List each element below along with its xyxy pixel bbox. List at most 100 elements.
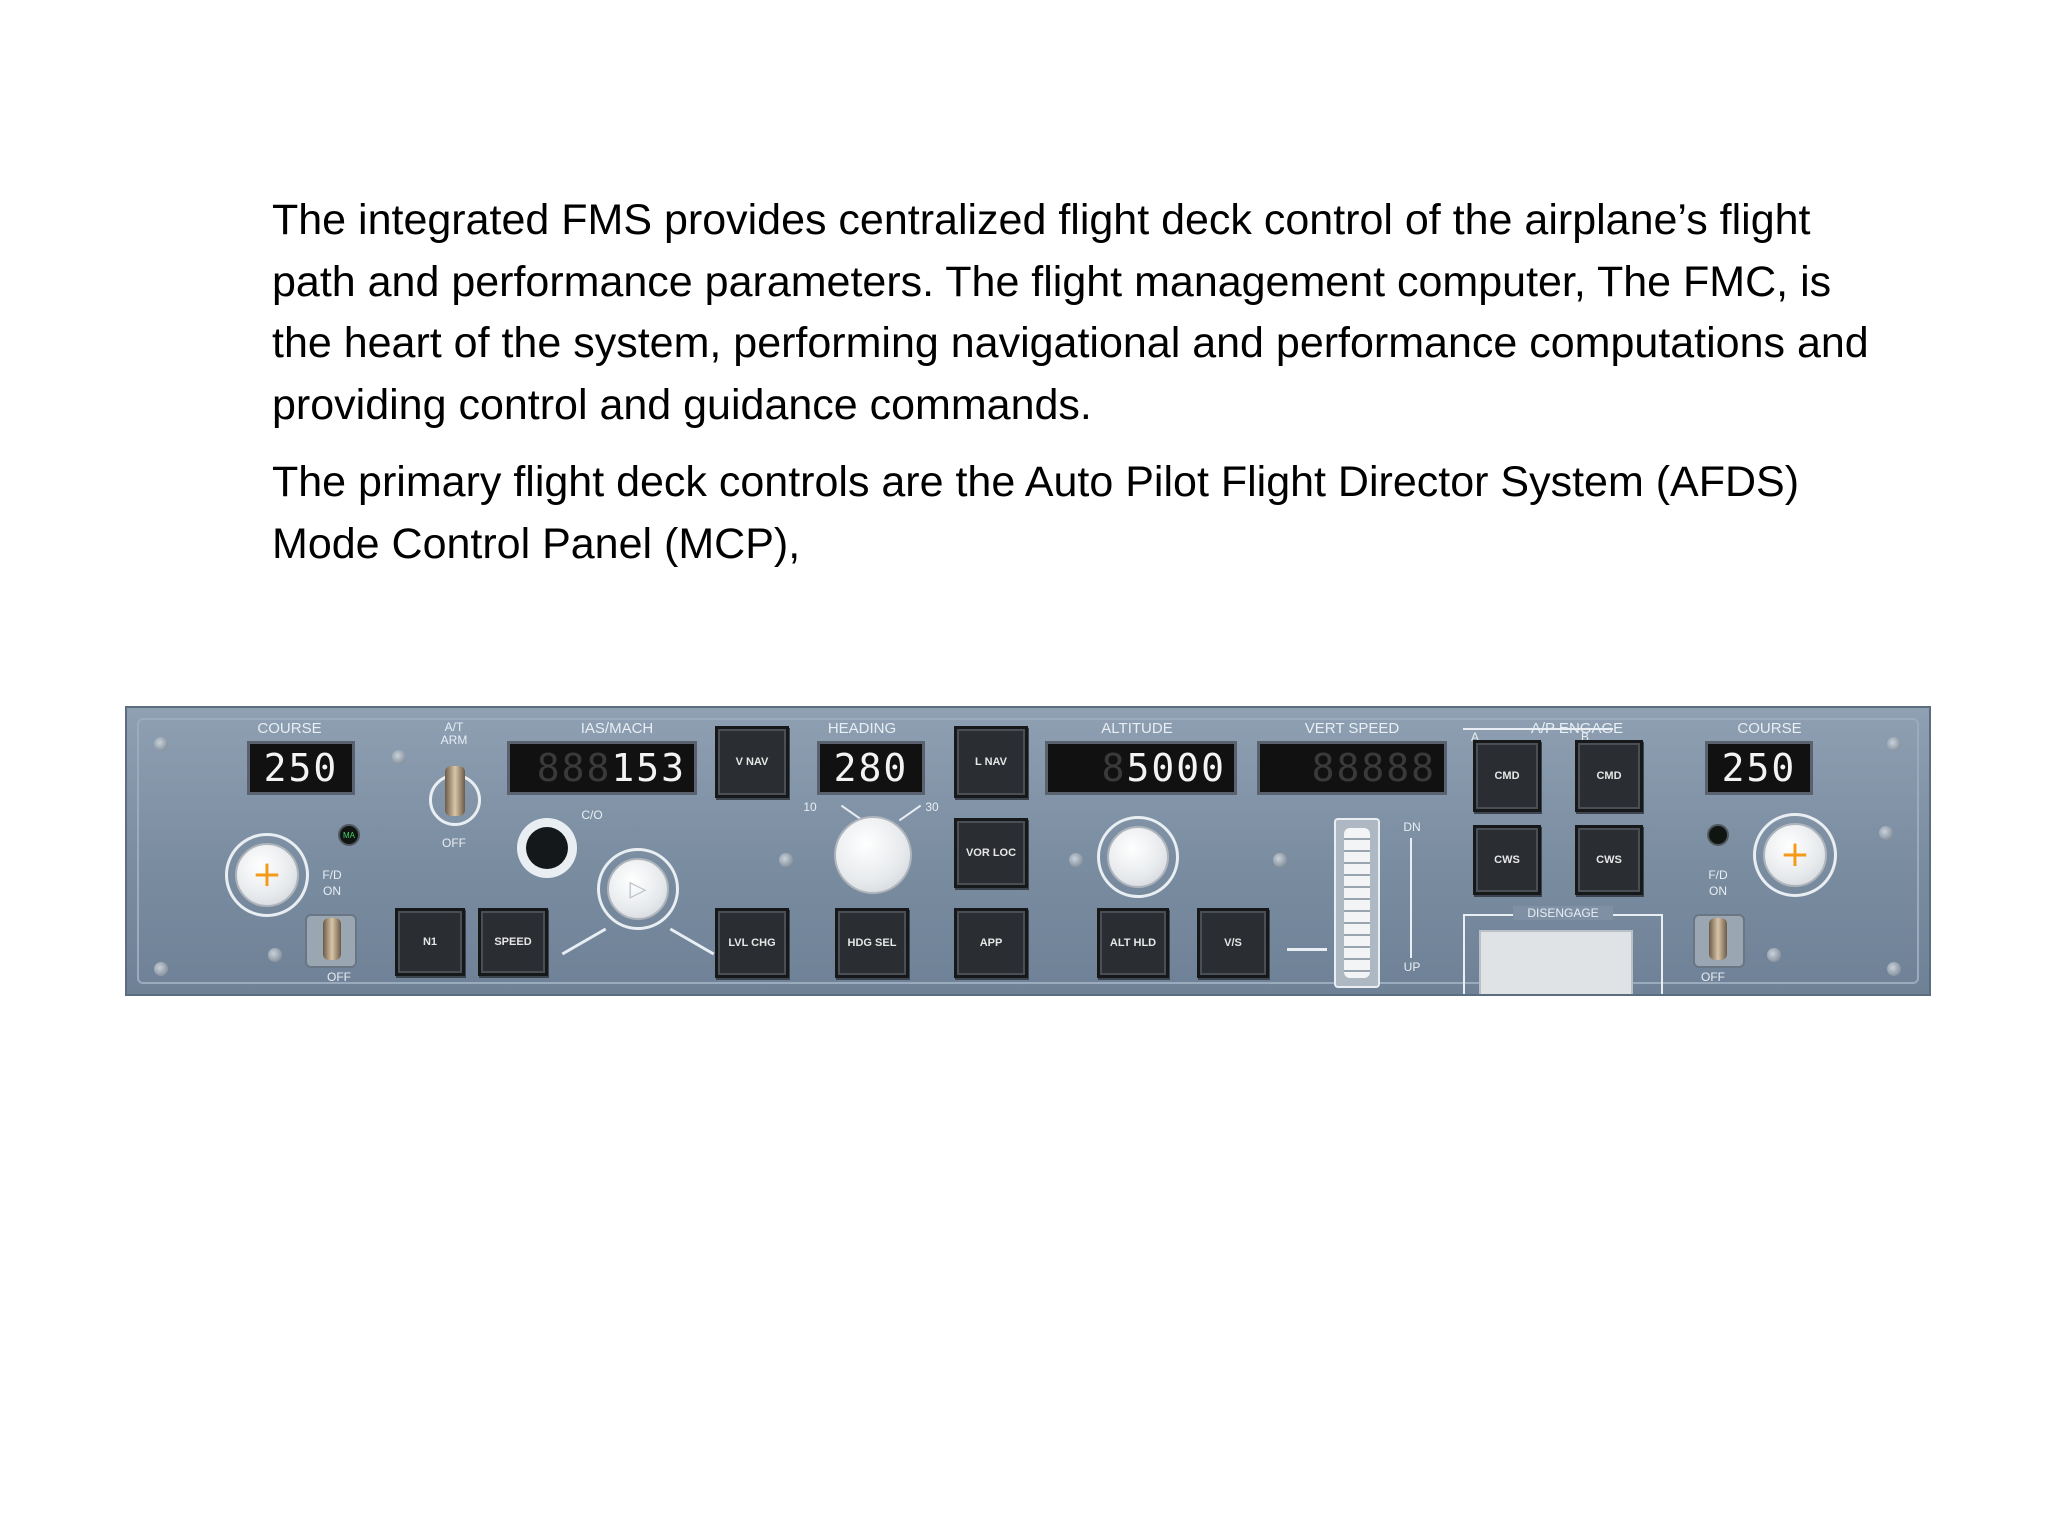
fd-right-switch[interactable]	[1693, 914, 1745, 968]
fd-master-label: MA	[343, 830, 355, 840]
vs-guide-line	[1287, 948, 1327, 951]
heading-value: 280	[833, 746, 909, 790]
cmd-a-button[interactable]: CMD	[1473, 740, 1541, 812]
lvl-chg-button[interactable]: LVL CHG	[715, 908, 789, 978]
fd-right-lever	[1709, 918, 1727, 960]
altitude-knob-ring	[1097, 816, 1179, 898]
heading-display: 280	[817, 741, 925, 795]
altitude-ghost-digits: 8	[1101, 746, 1127, 790]
screw-icon	[1879, 826, 1893, 840]
fd-left-off-label: OFF	[327, 970, 351, 984]
vs-button[interactable]: V/S	[1197, 908, 1269, 978]
screw-icon	[1887, 962, 1901, 976]
app-button[interactable]: APP	[954, 908, 1028, 978]
course-pointer-icon: +	[1779, 834, 1811, 875]
course-left-knob[interactable]: +	[235, 843, 299, 907]
lvl-chg-label: LVL CHG	[728, 937, 776, 949]
screw-icon	[392, 750, 406, 764]
course-pointer-icon: +	[251, 854, 283, 895]
hdg-sel-button[interactable]: HDG SEL	[835, 908, 909, 978]
vs-up-label: UP	[1403, 960, 1421, 974]
ap-b-label: B	[1580, 730, 1589, 744]
altitude-knob[interactable]	[1107, 826, 1169, 888]
lnav-label: L NAV	[975, 756, 1007, 768]
fd-left-label: F/D	[322, 868, 342, 882]
fd-right-light	[1707, 824, 1729, 846]
app-label: APP	[979, 937, 1003, 949]
at-arm-label: ARM	[440, 733, 468, 747]
fd-right-label: F/D	[1708, 868, 1728, 882]
speed-knob-ring	[597, 848, 679, 930]
speed-knob[interactable]: ▷	[607, 858, 669, 920]
course-left-value: 250	[263, 746, 339, 790]
changeover-button-ring	[517, 818, 577, 878]
n1-label: N1	[422, 936, 438, 948]
slide-text: The integrated FMS provides centralized …	[272, 190, 1872, 591]
screw-icon	[154, 962, 168, 976]
mode-control-panel: COURSE 250 + MA F/D ON OFF A/T ARM OFF I…	[125, 706, 1931, 996]
screw-icon	[154, 737, 168, 751]
alt-hld-button[interactable]: ALT HLD	[1097, 908, 1169, 978]
bank-limit-10-label: 10	[803, 800, 817, 814]
panel-bezel	[137, 718, 1919, 984]
fd-left-switch[interactable]	[305, 914, 357, 968]
disengage-label: DISENGAGE	[1513, 906, 1613, 920]
at-off-label: OFF	[442, 836, 466, 850]
screw-icon	[1273, 853, 1287, 867]
speed-label: SPEED	[494, 936, 532, 948]
cws-a-label: CWS	[1494, 854, 1520, 866]
altitude-value: 5000	[1126, 746, 1226, 790]
cws-a-button[interactable]: CWS	[1473, 825, 1541, 895]
heading-knob[interactable]	[834, 816, 912, 894]
speed-knob-arrow-icon: ▷	[629, 876, 647, 902]
speed-button[interactable]: SPEED	[478, 908, 548, 976]
ias-ghost-digits: 888	[536, 746, 612, 790]
paragraph-1: The integrated FMS provides centralized …	[272, 196, 1869, 429]
course-left-label: COURSE	[257, 720, 322, 737]
course-right-knob[interactable]: +	[1763, 823, 1827, 887]
course-left-display: 250	[247, 741, 355, 795]
at-arm-switch[interactable]	[445, 766, 465, 816]
altitude-label: ALTITUDE	[1101, 720, 1173, 737]
ias-mach-label: IAS/MACH	[580, 720, 654, 737]
fd-left-lever	[323, 918, 341, 960]
changeover-label: C/O	[581, 808, 603, 822]
fd-left-on-label: ON	[323, 884, 341, 898]
vnav-button[interactable]: V NAV	[715, 726, 789, 798]
hdg-sel-label: HDG SEL	[847, 937, 897, 949]
cmd-a-label: CMD	[1494, 770, 1520, 782]
vs-label: V/S	[1224, 937, 1242, 949]
ap-engage-bracket	[1463, 728, 1613, 730]
screw-icon	[1887, 737, 1901, 751]
ap-a-label: A	[1470, 730, 1479, 744]
heading-label: HEADING	[827, 720, 897, 737]
screw-icon	[268, 948, 282, 962]
n1-button[interactable]: N1	[395, 908, 465, 976]
course-left-ring	[225, 833, 309, 917]
screw-icon	[779, 853, 793, 867]
course-right-label: COURSE	[1737, 720, 1802, 737]
screw-icon	[1767, 948, 1781, 962]
fd-right-off-label: OFF	[1701, 970, 1725, 984]
disengage-bar[interactable]	[1479, 930, 1633, 994]
bank-limit-30-label: 30	[925, 800, 939, 814]
cmd-b-button[interactable]: CMD	[1575, 740, 1643, 812]
vert-speed-label: VERT SPEED	[1304, 720, 1400, 737]
vert-speed-wheel[interactable]	[1344, 828, 1370, 978]
altitude-display: 8 5000	[1045, 741, 1237, 795]
cws-b-button[interactable]: CWS	[1575, 825, 1643, 895]
vs-dn-label: DN	[1403, 820, 1421, 834]
ias-mach-display: 888 153	[507, 741, 697, 795]
course-right-ring	[1753, 813, 1837, 897]
lnav-button[interactable]: L NAV	[954, 726, 1028, 798]
changeover-button[interactable]	[526, 827, 568, 869]
vs-ghost-digits: 88888	[1311, 746, 1436, 790]
fd-master-light: MA	[338, 824, 360, 846]
at-label: A/T	[444, 720, 464, 734]
cmd-b-label: CMD	[1596, 770, 1622, 782]
alt-hld-label: ALT HLD	[1109, 937, 1157, 949]
vor-loc-button[interactable]: VOR LOC	[954, 818, 1028, 888]
screw-icon	[1069, 853, 1083, 867]
vert-speed-display: 88888	[1257, 741, 1447, 795]
course-right-value: 250	[1721, 746, 1797, 790]
